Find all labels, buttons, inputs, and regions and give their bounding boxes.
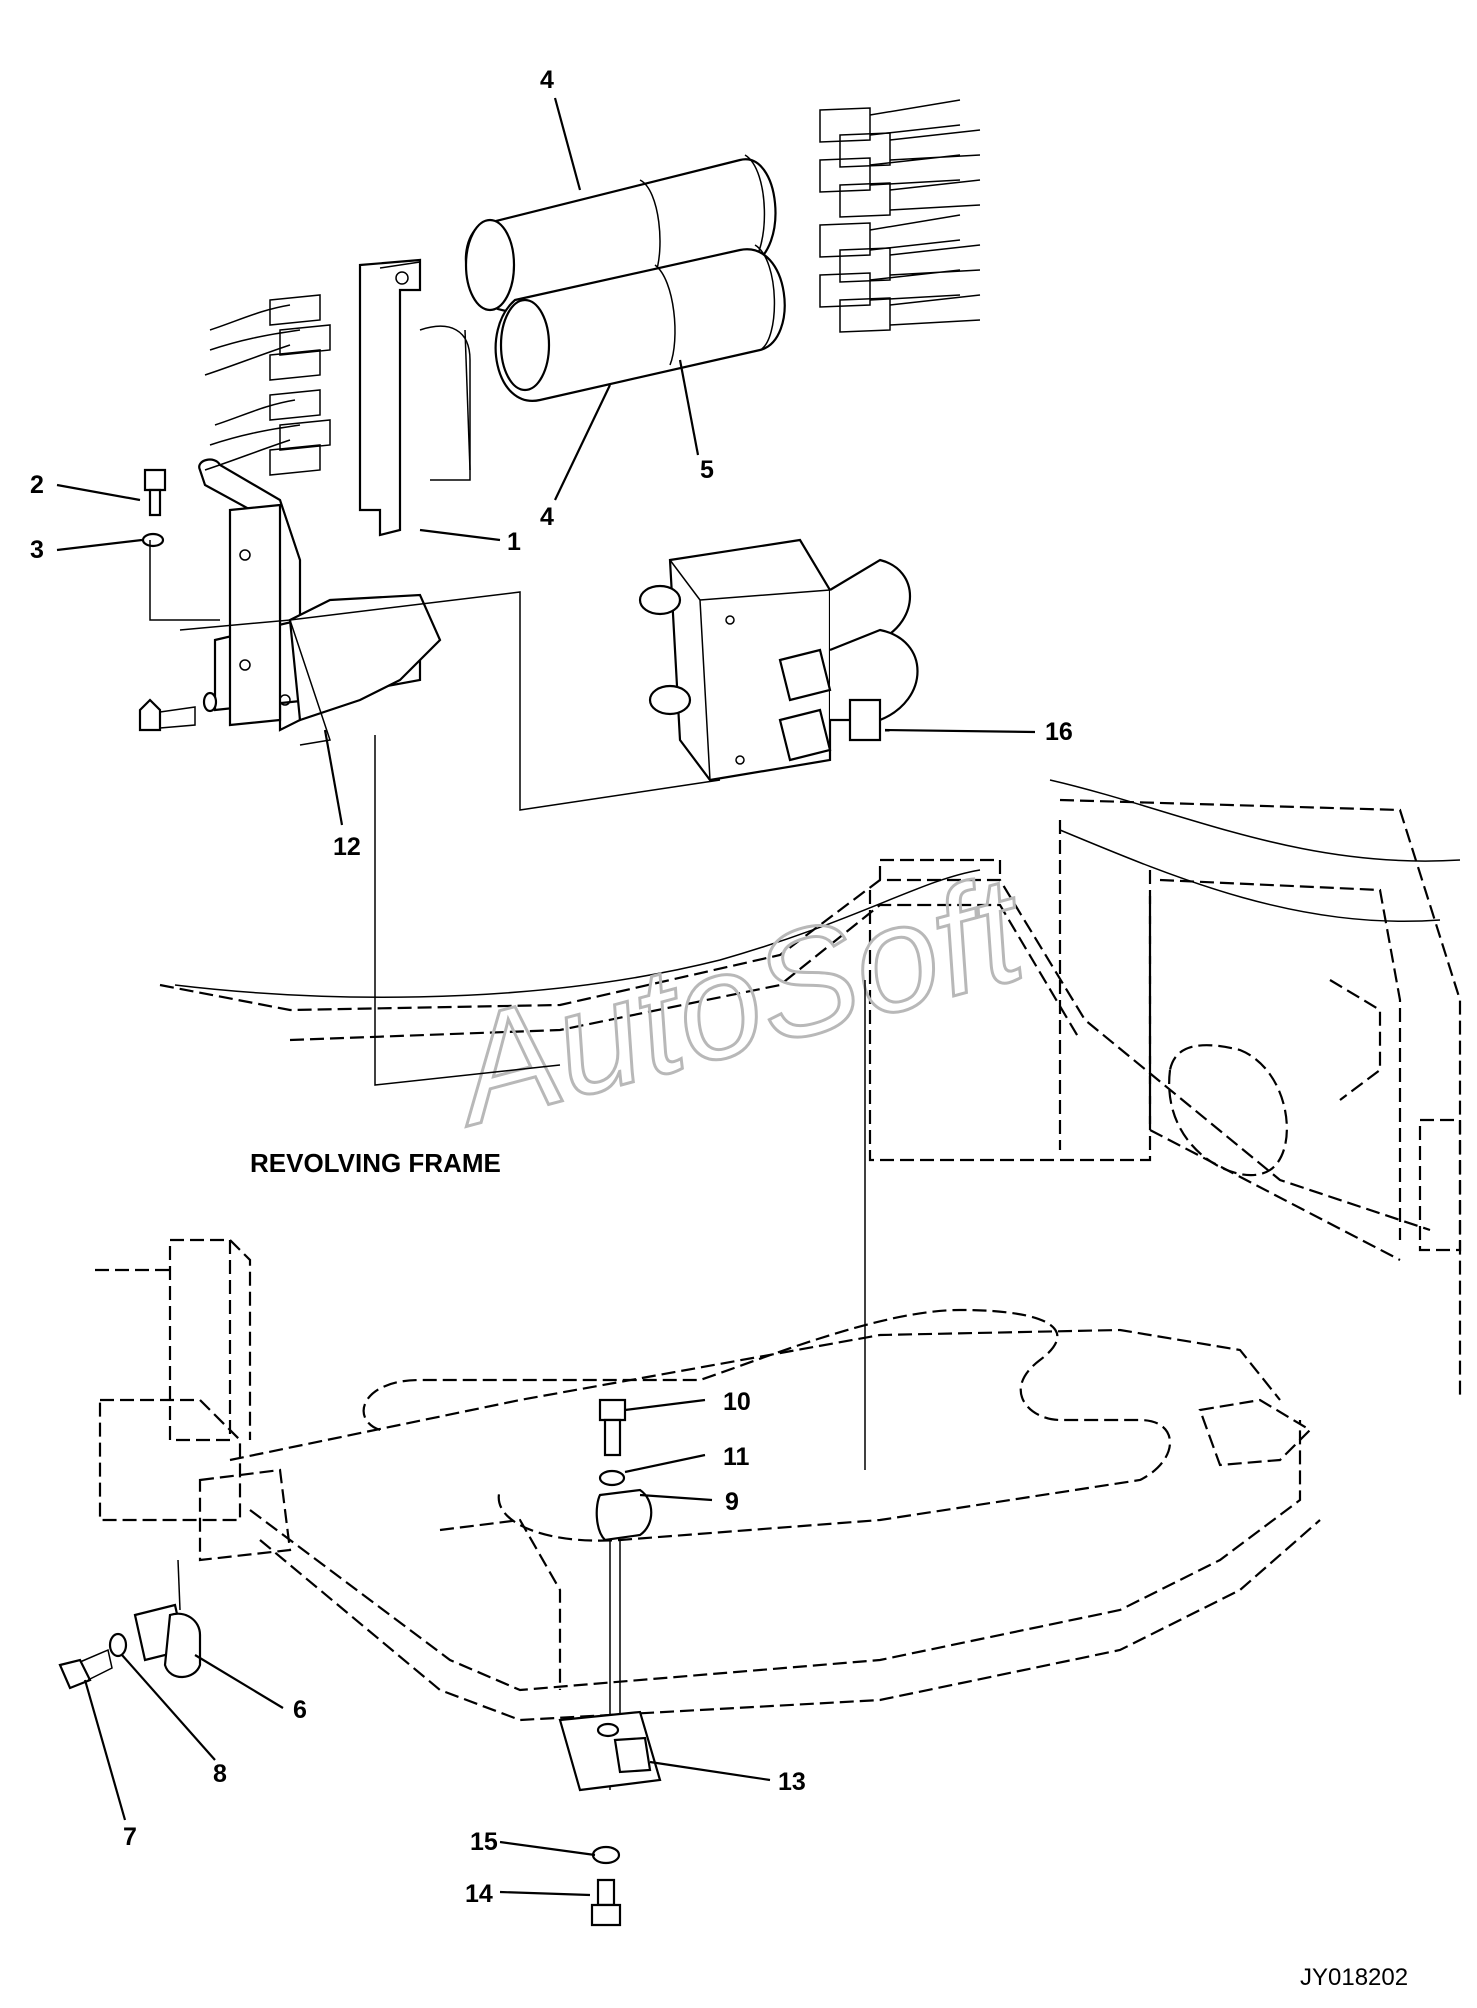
callout-12: 12 <box>333 833 361 861</box>
callout-16: 16 <box>1045 718 1073 746</box>
callout-14: 14 <box>465 1880 493 1908</box>
hose-fittings-upper <box>819 99 981 333</box>
callout-15: 15 <box>470 1828 498 1856</box>
watermark-text: AutoSoft <box>431 843 1043 1158</box>
bolt-2 <box>143 468 167 517</box>
bolt-10 <box>598 1398 627 1457</box>
callout-9: 9 <box>725 1488 739 1516</box>
callout-13: 13 <box>778 1768 806 1796</box>
washer-11 <box>598 1469 626 1487</box>
callout-2: 2 <box>30 471 44 499</box>
bracket-assembly[interactable] <box>179 258 471 746</box>
plate-13 <box>558 1710 662 1792</box>
clamp-6 <box>133 1559 202 1679</box>
drawing-code: JY018202 <box>1300 1964 1408 1991</box>
accumulator-assembly[interactable] <box>464 154 786 402</box>
bolt-7 <box>58 1648 113 1690</box>
callout-10: 10 <box>723 1388 751 1416</box>
reference-lines <box>149 540 866 1470</box>
callouts: 4 4 5 2 3 1 12 16 10 11 9 6 8 7 13 15 14 <box>30 66 1073 1908</box>
revolving-frame-label: REVOLVING FRAME <box>250 1148 501 1178</box>
callout-8: 8 <box>213 1760 227 1788</box>
revolving-frame-outline <box>95 779 1462 1722</box>
clamp-9 <box>595 1488 653 1790</box>
washer-3 <box>141 532 165 548</box>
bracket-bolt-side <box>138 691 218 732</box>
callout-5: 5 <box>700 456 714 484</box>
callout-7: 7 <box>123 1823 137 1851</box>
callout-11: 11 <box>723 1443 750 1471</box>
watermark: AutoSoft <box>429 841 1044 1159</box>
bolt-14 <box>590 1878 622 1927</box>
callout-1: 1 <box>507 528 521 556</box>
leader-lines <box>56 97 1036 1897</box>
washer-8 <box>108 1632 128 1658</box>
callout-4-top: 4 <box>540 66 554 94</box>
callout-6: 6 <box>293 1696 307 1724</box>
washer-15 <box>591 1845 621 1865</box>
callout-4-bottom: 4 <box>540 503 554 531</box>
callout-3: 3 <box>30 536 44 564</box>
solenoid-valve[interactable] <box>638 538 919 782</box>
